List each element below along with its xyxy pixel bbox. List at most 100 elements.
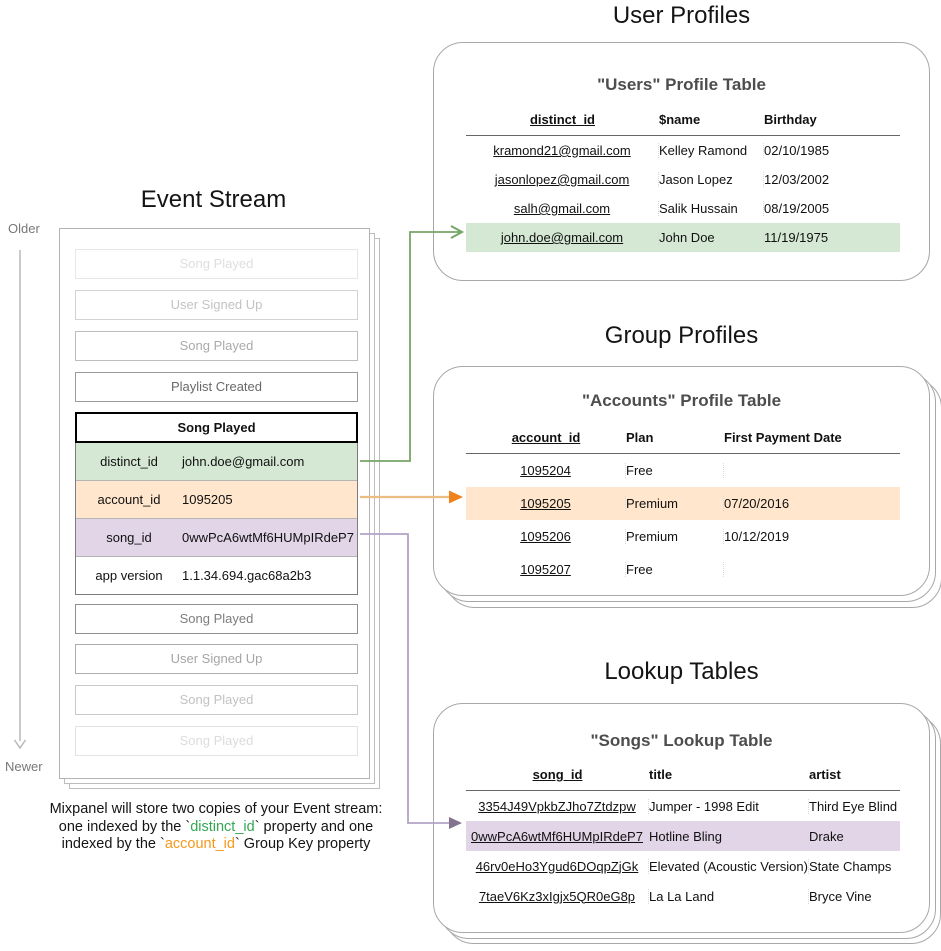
- users-table-header-row: distinct_id $name Birthday: [466, 101, 900, 136]
- artist-cell: Bryce Vine: [809, 888, 872, 904]
- property-key: distinct_id: [100, 454, 158, 469]
- distinct-id-cell: jasonlopez@gmail.com: [466, 172, 659, 187]
- table-row: 1095206 Premium 10/12/2019: [466, 520, 900, 553]
- event-stream-title: Event Stream: [140, 186, 287, 213]
- user-profiles-title: User Profiles: [612, 2, 751, 29]
- column-header: $name: [659, 112, 701, 127]
- older-label: Older: [8, 221, 40, 236]
- expanded-event-record: Song Played distinct_id john.doe@gmail.c…: [75, 412, 358, 595]
- event-item: User Signed Up: [75, 644, 358, 674]
- column-header: artist: [809, 767, 841, 782]
- first-payment-cell: 10/12/2019: [724, 529, 790, 544]
- birthday-cell: 02/10/1985: [764, 143, 830, 158]
- artist-cell: Third Eye Blind: [809, 798, 898, 814]
- song-id-cell: 0wwPcA6wtMf6HUMpIRdeP7: [466, 828, 649, 844]
- birthday-cell: 08/19/2005: [764, 201, 830, 216]
- property-key: song_id: [106, 530, 152, 545]
- title-cell: Hotline Bling: [649, 828, 809, 844]
- column-header: song_id: [532, 767, 583, 782]
- property-value: john.doe@gmail.com: [182, 454, 305, 469]
- account-id-cell: 1095206: [466, 529, 626, 544]
- footnote-text: indexed by the `: [61, 836, 165, 852]
- plan-cell: Free: [626, 463, 724, 478]
- event-item: Song Played: [75, 249, 358, 279]
- table-row: salh@gmail.com Salik Hussain 08/19/2005: [466, 194, 900, 223]
- artist-cell: Drake: [809, 828, 844, 844]
- account-id-code: account_id: [164, 836, 235, 852]
- footnote: Mixpanel will store two copies of your E…: [20, 801, 412, 854]
- column-header: Birthday: [764, 112, 817, 127]
- footnote-text: ` property and one: [254, 818, 374, 835]
- birthday-cell: 12/03/2002: [764, 172, 830, 187]
- property-value: 1.1.34.694.gac68a2b3: [182, 568, 312, 583]
- table-row: 7taeV6Kz3xIgjx5QR0eG8p La La Land Bryce …: [466, 881, 900, 911]
- property-key: app version: [95, 568, 163, 583]
- plan-cell: Premium: [626, 529, 724, 544]
- title-cell: Elevated (Acoustic Version): [649, 858, 809, 874]
- table-row: 3354J49VpkbZJho7Ztdzpw Jumper - 1998 Edi…: [466, 791, 900, 821]
- table-row-highlighted: 0wwPcA6wtMf6HUMpIRdeP7 Hotline Bling Dra…: [466, 821, 900, 851]
- event-item: Playlist Created: [75, 372, 358, 402]
- lookup-tables-title: Lookup Tables: [604, 658, 759, 685]
- plan-cell: Free: [626, 562, 724, 577]
- footnote-line1: Mixpanel will store two copies of your E…: [49, 801, 383, 817]
- name-cell: John Doe: [659, 230, 764, 245]
- property-row-account-id: account_id 1095205: [76, 480, 357, 518]
- songs-table-header-row: song_id title artist: [466, 756, 900, 791]
- property-key: account_id: [97, 492, 161, 507]
- event-item: Song Played: [75, 331, 358, 361]
- newer-label: Newer: [5, 759, 43, 774]
- table-row-highlighted: john.doe@gmail.com John Doe 11/19/1975: [466, 223, 900, 252]
- users-panel: "Users" Profile Table distinct_id $name …: [433, 42, 930, 281]
- table-row: 1095204 Free: [466, 454, 900, 487]
- account-id-cell: 1095207: [466, 562, 626, 577]
- event-item: User Signed Up: [75, 290, 358, 320]
- account-id-cell: 1095204: [466, 463, 626, 478]
- users-table: distinct_id $name Birthday kramond21@gma…: [466, 101, 900, 252]
- accounts-table: account_id Plan First Payment Date 10952…: [466, 419, 900, 586]
- account-id-cell: 1095205: [466, 496, 626, 511]
- column-header: account_id: [511, 430, 581, 445]
- event-item: Song Played: [75, 685, 358, 715]
- table-row: 46rv0eHo3Ygud6DOqpZjGk Elevated (Acousti…: [466, 851, 900, 881]
- table-row: 1095207 Free: [466, 553, 900, 586]
- property-value: 1095205: [182, 492, 233, 507]
- property-row-app-version: app version 1.1.34.694.gac68a2b3: [76, 556, 357, 594]
- distinct-id-cell: john.doe@gmail.com: [466, 230, 659, 245]
- event-item: Song Played: [75, 726, 358, 756]
- name-cell: Jason Lopez: [659, 172, 764, 187]
- accounts-table-header-row: account_id Plan First Payment Date: [466, 419, 900, 454]
- footnote-text: ` Group Key property: [234, 836, 371, 852]
- accounts-table-heading: "Accounts" Profile Table: [581, 391, 782, 410]
- footnote-text: one indexed by the `: [58, 818, 191, 835]
- event-item: Song Played: [75, 604, 358, 634]
- property-value: 0wwPcA6wtMf6HUMpIRdeP7: [182, 530, 354, 545]
- column-header: distinct_id: [529, 112, 595, 127]
- group-profiles-title: Group Profiles: [604, 322, 759, 349]
- property-row-distinct-id: distinct_id john.doe@gmail.com: [76, 443, 357, 480]
- artist-cell: State Champs: [809, 858, 892, 874]
- property-row-song-id: song_id 0wwPcA6wtMf6HUMpIRdeP7: [76, 518, 357, 556]
- expanded-event-name: Song Played: [75, 412, 358, 443]
- title-cell: La La Land: [649, 888, 809, 904]
- birthday-cell: 11/19/1975: [764, 230, 829, 245]
- first-payment-cell: 07/20/2016: [724, 496, 790, 511]
- accounts-panel: "Accounts" Profile Table account_id Plan…: [433, 366, 930, 596]
- plan-cell: Premium: [626, 496, 724, 511]
- distinct-id-cell: kramond21@gmail.com: [466, 143, 659, 158]
- song-id-cell: 7taeV6Kz3xIgjx5QR0eG8p: [466, 888, 649, 904]
- column-header: First Payment Date: [724, 430, 842, 445]
- expanded-event-properties: distinct_id john.doe@gmail.com account_i…: [75, 443, 358, 595]
- users-table-heading: "Users" Profile Table: [597, 75, 766, 94]
- song-id-cell: 46rv0eHo3Ygud6DOqpZjGk: [466, 858, 649, 874]
- distinct-id-code: distinct_id: [190, 818, 255, 835]
- songs-panel: "Songs" Lookup Table song_id title artis…: [433, 703, 930, 933]
- event-stream-container: Song Played User Signed Up Song Played P…: [59, 228, 370, 779]
- songs-table: song_id title artist 3354J49VpkbZJho7Ztd…: [466, 756, 900, 911]
- column-header: Plan: [626, 430, 654, 445]
- song-id-cell: 3354J49VpkbZJho7Ztdzpw: [466, 798, 649, 814]
- table-row-highlighted: 1095205 Premium 07/20/2016: [466, 487, 900, 520]
- column-header: title: [649, 767, 673, 782]
- name-cell: Kelley Ramond: [659, 143, 764, 158]
